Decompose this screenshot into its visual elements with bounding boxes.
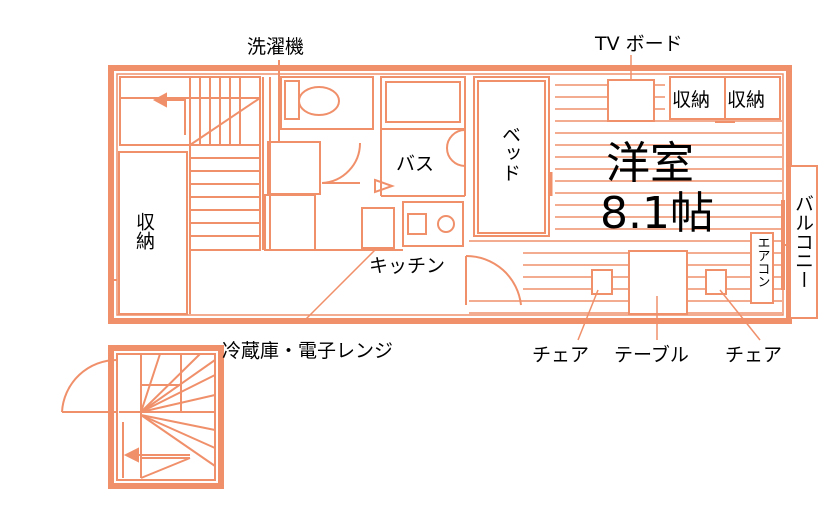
lower-staircase: [61, 345, 224, 489]
storage-a-label: 収納: [672, 89, 710, 111]
washing-machine-label: 洗濯機: [247, 36, 304, 58]
storage-b-label: 収納: [727, 89, 765, 111]
tv-board: [607, 55, 655, 122]
table-label: テーブル: [614, 343, 689, 366]
dining-set: [577, 250, 761, 341]
bathtub: [374, 76, 466, 197]
tv-board-label: TV ボード: [594, 33, 683, 55]
kitchen-counter: [300, 201, 464, 321]
washing-machine: [267, 60, 362, 195]
staircase: [119, 76, 261, 251]
kitchen-label: キッチン: [369, 255, 445, 277]
balcony-label: バルコニー: [792, 194, 814, 289]
room-name: 洋室: [606, 138, 694, 189]
bed: [473, 76, 553, 237]
air-conditioner: [750, 232, 774, 304]
chair-left-label: チェア: [532, 344, 589, 366]
bed-label: ベッド: [499, 125, 521, 182]
storage-right: [669, 76, 781, 123]
room-size: 8.1帖: [600, 188, 714, 239]
fridge-microwave-label: 冷蔵庫・電子レンジ: [222, 340, 393, 362]
storage-left-label: 収納: [133, 212, 155, 250]
chair-right-label: チェア: [725, 344, 782, 366]
western-room-floor: [469, 84, 782, 314]
balcony: [781, 165, 818, 319]
storage-left: [109, 151, 188, 315]
aircon-label: エアコン: [755, 236, 770, 288]
toilet: [280, 76, 374, 130]
bath-label: バス: [396, 153, 434, 175]
